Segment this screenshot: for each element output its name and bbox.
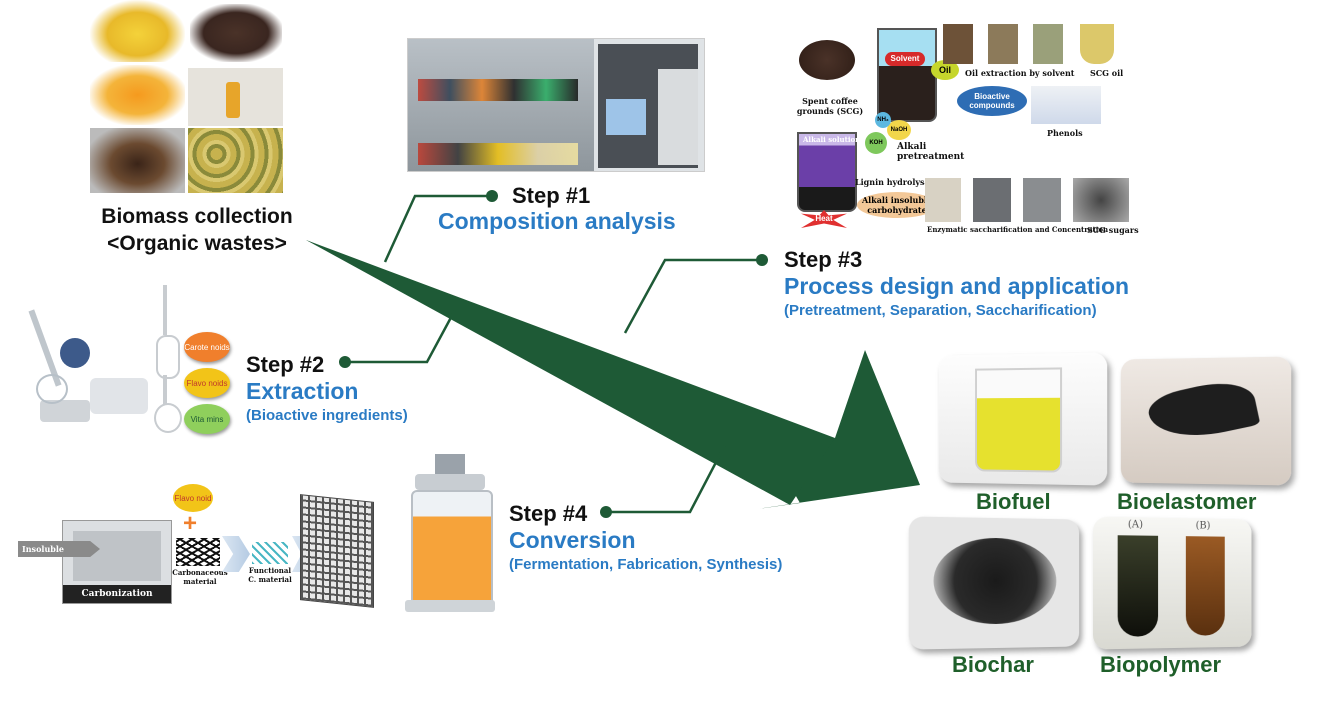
biofuel-label: Biofuel bbox=[976, 489, 1051, 514]
scg-oil-label: SCG oil bbox=[1090, 68, 1124, 78]
step1-name: Composition analysis bbox=[438, 208, 676, 234]
biopolymer-tag-a: (A) bbox=[1127, 519, 1144, 531]
rotary-evaporator-image bbox=[28, 288, 150, 436]
koh-badge: KOH bbox=[865, 132, 887, 154]
bioactive-badge: Bioactive compounds bbox=[957, 86, 1027, 116]
oil-badge: Oil bbox=[931, 60, 959, 80]
heat-badge: Heat bbox=[801, 210, 847, 228]
banana-peel-image bbox=[90, 0, 185, 62]
step3-sub: (Pretreatment, Separation, Saccharificat… bbox=[784, 302, 1097, 319]
scg-label: Spent coffee grounds (SCG) bbox=[796, 96, 864, 116]
biomass-label: Biomass collection <Organic wastes> bbox=[92, 205, 302, 256]
alkali-insoluble-badge: Alkali insoluble carbohydrate bbox=[857, 192, 937, 218]
coffee-grounds-image bbox=[190, 4, 282, 62]
carotenoids-badge: Carote noids bbox=[184, 332, 230, 362]
oil-vial-image bbox=[188, 68, 283, 126]
step2-number: Step #2 bbox=[246, 352, 325, 377]
carbon-fiber-icon bbox=[176, 538, 220, 566]
separatory-funnel-image bbox=[150, 285, 182, 435]
biomass-title: Biomass collection bbox=[101, 205, 293, 228]
biopolymer-label: Biopolymer bbox=[1100, 652, 1222, 677]
bioelastomer-label: Bioelastomer bbox=[1117, 489, 1257, 514]
solvent-beaker bbox=[877, 28, 937, 122]
step4-name: Conversion bbox=[509, 527, 636, 553]
mesh-structure-image bbox=[300, 494, 374, 608]
biochar-tile bbox=[908, 516, 1080, 650]
step3-name: Process design and application bbox=[784, 273, 1130, 299]
biochar-label: Biochar bbox=[952, 652, 1034, 677]
functional-carbon-icon bbox=[252, 542, 288, 564]
saccharification-photos bbox=[925, 178, 1130, 222]
scg-image bbox=[799, 40, 855, 80]
carbonaceous-label: Carbonaceous material bbox=[172, 568, 228, 586]
step4-connector bbox=[606, 444, 727, 514]
step1-connector bbox=[383, 194, 492, 263]
alkali-beaker bbox=[797, 132, 857, 212]
naoh-badge: NaOH bbox=[887, 120, 911, 140]
vitamins-badge: Vita mins bbox=[184, 404, 230, 434]
step3-connector bbox=[623, 258, 762, 334]
orange-peel-image bbox=[90, 65, 185, 125]
functional-label: Functional C. material bbox=[248, 566, 292, 584]
plus-icon: + bbox=[183, 510, 198, 537]
step1-label: Step #1 bbox=[512, 183, 590, 209]
biopolymer-tile: (A) (B) bbox=[1092, 516, 1252, 650]
nh3-badge: NH₃ bbox=[875, 112, 891, 128]
carbonization-image: Carbonization bbox=[62, 520, 172, 604]
scg-sugars-label: SCG sugars bbox=[1087, 225, 1139, 235]
flavonoid-badge: Flavo noid bbox=[173, 484, 213, 512]
step4-number: Step #4 bbox=[509, 501, 588, 526]
biopolymer-tag-b: (B) bbox=[1195, 520, 1211, 532]
bioelastomer-tile bbox=[1120, 356, 1292, 486]
tea-waste-image bbox=[90, 128, 185, 193]
oil-extraction-label: Oil extraction by solvent bbox=[965, 68, 1075, 78]
oil-extraction-photos bbox=[943, 24, 1114, 64]
phenols-label: Phenols bbox=[1047, 128, 1083, 138]
process-schematic: Spent coffee grounds (SCG) Solvent Oil O… bbox=[785, 20, 1145, 240]
alkali-pretreatment-label: Alkali pretreatment bbox=[897, 142, 965, 162]
step2-name: Extraction bbox=[246, 378, 359, 404]
biomass-subtitle: <Organic wastes> bbox=[107, 232, 287, 255]
lignin-label: Lignin hydrolysates bbox=[855, 177, 943, 187]
dried-peel-image bbox=[188, 128, 283, 193]
step2-sub: (Bioactive ingredients) bbox=[246, 407, 408, 424]
bioreactor-image bbox=[405, 454, 495, 614]
flavonoids-badge: Flavo noids bbox=[184, 368, 230, 398]
biofuel-tile bbox=[938, 352, 1108, 486]
carbonization-label: Carbonization bbox=[63, 585, 171, 603]
phenols-image bbox=[1031, 86, 1101, 124]
step3-number: Step #3 bbox=[784, 247, 863, 272]
solvent-badge: Solvent bbox=[885, 52, 925, 66]
enzymatic-label: Enzymatic saccharification and Concentra… bbox=[927, 225, 1109, 234]
alkali-solution-label: Alkali solution bbox=[803, 135, 861, 144]
insoluble-residues-arrow: Insoluble residues bbox=[18, 541, 100, 557]
composition-lab-image bbox=[407, 38, 705, 172]
step1-number: Step #1 bbox=[512, 183, 591, 208]
biomass-collage bbox=[90, 0, 285, 193]
step2-connector bbox=[345, 309, 457, 364]
step4-sub: (Fermentation, Fabrication, Synthesis) bbox=[509, 556, 783, 573]
